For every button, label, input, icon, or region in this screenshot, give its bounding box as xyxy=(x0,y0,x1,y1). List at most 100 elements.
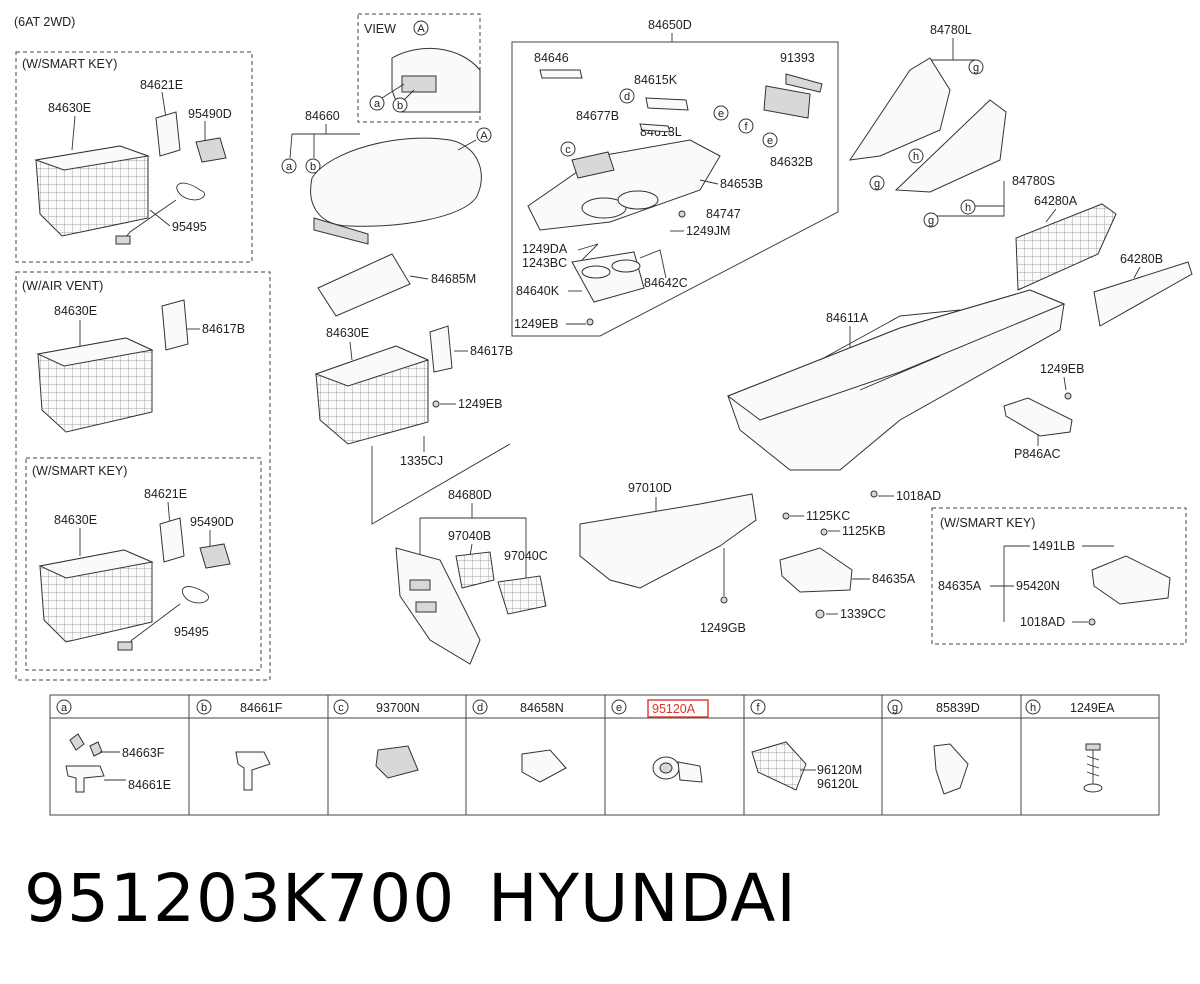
svg-text:1249JM: 1249JM xyxy=(686,224,730,238)
svg-text:h: h xyxy=(913,151,919,163)
pad-label: 84685M xyxy=(431,272,476,286)
smart-key-box-3-title: (W/SMART KEY) xyxy=(940,516,1035,530)
svg-text:1018AD: 1018AD xyxy=(1020,615,1065,629)
svg-text:1249GB: 1249GB xyxy=(700,621,746,635)
svg-text:1249EA: 1249EA xyxy=(1070,701,1115,715)
storage-group: 84630E 84617B 1249EB 1335CJ xyxy=(314,325,513,525)
panel-a-drawing xyxy=(1015,203,1117,291)
svg-text:e: e xyxy=(718,108,724,120)
svg-text:1018AD: 1018AD xyxy=(896,489,941,503)
svg-text:d: d xyxy=(477,702,483,714)
svg-text:84663F: 84663F xyxy=(122,746,165,760)
part-label: 95495 xyxy=(172,220,207,234)
armrest-group: 84660 a b A 84685M xyxy=(281,109,492,317)
armrest-drawing xyxy=(310,137,482,227)
upper-cover-label: 84650D xyxy=(648,18,692,32)
part-label: 84617B xyxy=(202,322,245,336)
upper-cover-drawing xyxy=(527,139,721,231)
svg-text:a: a xyxy=(374,98,381,110)
side-cover-left-drawing xyxy=(848,57,951,161)
svg-text:g: g xyxy=(928,215,934,227)
svg-text:c: c xyxy=(338,702,344,714)
svg-text:1243BC: 1243BC xyxy=(522,256,567,270)
svg-text:97040B: 97040B xyxy=(448,529,491,543)
storage-box-label: 84630E xyxy=(326,326,369,340)
smart-key-bracket-drawing xyxy=(1091,555,1171,605)
view-label: VIEW xyxy=(364,22,396,36)
svg-text:84658N: 84658N xyxy=(520,701,564,715)
svg-text:84615K: 84615K xyxy=(634,73,678,87)
part-label: 1335CJ xyxy=(400,454,443,468)
front-panel-label: 84680D xyxy=(448,488,492,502)
side-cover-right-drawing xyxy=(894,99,1007,193)
svg-text:93700N: 93700N xyxy=(376,701,420,715)
svg-text:84677B: 84677B xyxy=(576,109,619,123)
smart-key-box-1: (W/SMART KEY) 84630E 84621E 95490D 95495 xyxy=(15,51,253,263)
panels-group: 64280A 64280B xyxy=(1015,194,1193,327)
console-group: 84611A 1249EB P846AC 1018AD xyxy=(726,289,1084,503)
svg-text:91393: 91393 xyxy=(780,51,815,65)
highlighted-part-number: 95120A xyxy=(652,702,696,716)
smart-key-box-2-title: (W/SMART KEY) xyxy=(32,464,127,478)
duct-label: 97010D xyxy=(628,481,672,495)
svg-text:d: d xyxy=(624,91,630,103)
svg-text:84635A: 84635A xyxy=(872,572,916,586)
front-panel-drawing xyxy=(395,547,481,665)
svg-text:g: g xyxy=(874,178,880,190)
part-label: 84617B xyxy=(470,344,513,358)
svg-text:95420N: 95420N xyxy=(1016,579,1060,593)
svg-text:97040C: 97040C xyxy=(504,549,548,563)
svg-text:84646: 84646 xyxy=(534,51,569,65)
side-covers-group: 84780L g g h h g 84780S g h xyxy=(848,23,1055,228)
svg-text:1339CC: 1339CC xyxy=(840,607,886,621)
smart-key-box-1-title: (W/SMART KEY) xyxy=(22,57,117,71)
svg-text:f: f xyxy=(744,121,748,133)
bracket-drawing xyxy=(155,111,181,157)
p846ac-drawing xyxy=(1003,397,1073,437)
svg-text:e: e xyxy=(616,702,622,714)
armrest-label: 84660 xyxy=(305,109,340,123)
svg-text:1491LB: 1491LB xyxy=(1032,539,1075,553)
duct-group: 97010D 1249GB xyxy=(579,481,757,635)
side-cover-left-label: 84780L xyxy=(930,23,972,37)
svg-text:64280B: 64280B xyxy=(1120,252,1163,266)
console-label: 84611A xyxy=(826,311,869,325)
part-label: 84630E xyxy=(54,304,97,318)
svg-text:P846AC: P846AC xyxy=(1014,447,1061,461)
svg-text:f: f xyxy=(756,702,760,714)
bracket-drawing xyxy=(779,547,853,593)
view-ref: A xyxy=(417,23,425,35)
svg-text:h: h xyxy=(965,202,971,214)
smart-key-box-3: (W/SMART KEY) 1491LB 84635A 95420N 1018A… xyxy=(931,507,1187,645)
svg-text:b: b xyxy=(397,100,403,112)
svg-text:84661F: 84661F xyxy=(240,701,283,715)
svg-text:84642C: 84642C xyxy=(644,276,688,290)
svg-text:a: a xyxy=(286,161,293,173)
svg-text:1125KB: 1125KB xyxy=(842,524,886,538)
svg-text:84653B: 84653B xyxy=(720,177,763,191)
svg-text:1249EB: 1249EB xyxy=(1040,362,1084,376)
part-label: 84621E xyxy=(140,78,183,92)
svg-text:85839D: 85839D xyxy=(936,701,980,715)
legend-table: a 84663F 84661E b 84661F c 93700N d 8465… xyxy=(49,694,1160,816)
part-label: 84621E xyxy=(144,487,187,501)
svg-text:84661E: 84661E xyxy=(128,778,171,792)
part-number-caption: 951203K700 xyxy=(24,860,456,937)
part-label: 95495 xyxy=(174,625,209,639)
part-label: 84630E xyxy=(54,513,97,527)
panel-b-drawing xyxy=(1093,261,1193,327)
brand-caption: HYUNDAI xyxy=(488,860,797,937)
svg-text:1249EB: 1249EB xyxy=(514,317,558,331)
smart-key-box-2 xyxy=(25,457,262,671)
part-label: 84630E xyxy=(48,101,91,115)
svg-text:84747: 84747 xyxy=(706,207,741,221)
svg-text:84635A: 84635A xyxy=(938,579,982,593)
duct-drawing xyxy=(579,493,757,589)
highlight-box xyxy=(647,699,709,718)
svg-text:84640K: 84640K xyxy=(516,284,560,298)
svg-text:96120L: 96120L xyxy=(817,777,859,791)
svg-text:A: A xyxy=(480,130,488,142)
side-cover-right-label: 84780S xyxy=(1012,174,1055,188)
upper-cover-group: 84650D 84646 91393 84615K d 84677B 84613… xyxy=(511,18,839,337)
svg-text:h: h xyxy=(1030,702,1036,714)
